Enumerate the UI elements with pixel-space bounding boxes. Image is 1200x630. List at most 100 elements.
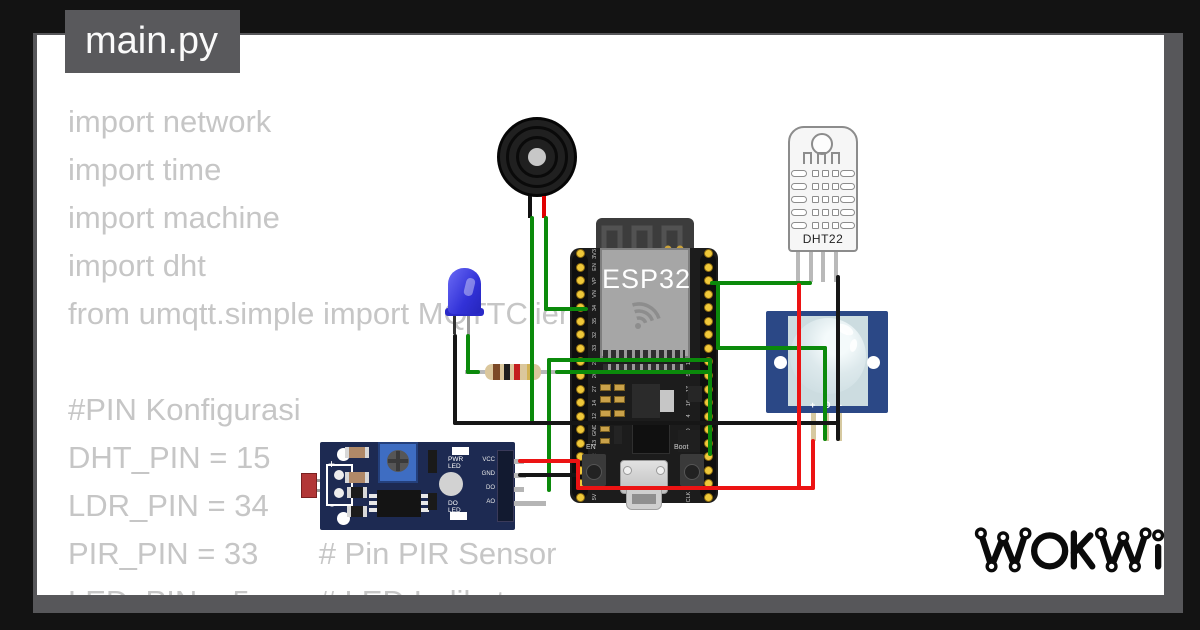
wire-red[interactable] <box>797 283 801 490</box>
resistor-body <box>485 364 541 380</box>
esp32-pin-23[interactable] <box>703 262 713 272</box>
ldr-ao-pin[interactable] <box>514 501 546 506</box>
buzzer-center-hole <box>528 148 546 166</box>
file-tab[interactable]: main.py <box>65 10 240 73</box>
wire-red[interactable] <box>811 439 815 490</box>
wire-green[interactable] <box>708 358 712 456</box>
en-button-label: EN <box>586 444 596 451</box>
dht22-vent <box>791 170 807 177</box>
resistor-band-red <box>514 364 520 380</box>
potentiometer-knob[interactable] <box>387 450 409 472</box>
en-button[interactable] <box>582 454 606 486</box>
wokwi-logo <box>972 516 1168 583</box>
wire-green[interactable] <box>530 216 534 425</box>
wire-red[interactable] <box>518 459 579 463</box>
dht22-pin4[interactable] <box>834 250 838 282</box>
wire-red[interactable] <box>576 459 580 490</box>
wire-green[interactable] <box>547 358 712 362</box>
esp32-pin-13[interactable] <box>575 438 585 448</box>
dht22-pin1[interactable] <box>796 250 800 282</box>
wire-green[interactable] <box>544 307 588 311</box>
dht22-vent <box>822 170 829 177</box>
led-cathode-leg[interactable] <box>453 316 456 334</box>
esp32-pin-vp[interactable] <box>575 276 585 286</box>
dht22-vent <box>822 222 829 229</box>
usb-screw <box>623 466 632 475</box>
esp32-pin-rx[interactable] <box>703 303 713 313</box>
esp32-pin-14[interactable] <box>575 398 585 408</box>
esp32-board[interactable]: 3V3ENVPVN343532332526271412GND13D2D3CMD5… <box>570 218 718 510</box>
ldr-input-terminal <box>326 464 353 506</box>
esp32-pin-12[interactable] <box>575 411 585 421</box>
esp32-pin-gnd[interactable] <box>703 249 713 258</box>
esp32-pin-5v[interactable] <box>575 492 585 502</box>
wire-green[interactable] <box>710 281 812 285</box>
led-anode-leg[interactable] <box>467 316 470 336</box>
esp32-pin-gnd[interactable] <box>575 425 585 435</box>
esp32-pin-tx[interactable] <box>703 289 713 299</box>
wire-green[interactable] <box>547 358 551 492</box>
ldr-do-pin[interactable] <box>514 487 524 492</box>
wire-green[interactable] <box>716 346 827 350</box>
resistor-band-black <box>504 364 510 380</box>
wire-green[interactable] <box>716 283 720 350</box>
ldr-pwr-led-label: PWR LED <box>448 456 464 471</box>
wire-green[interactable] <box>823 346 827 441</box>
buzzer-component[interactable] <box>497 117 581 219</box>
esp32-pin-19[interactable] <box>703 343 713 353</box>
dht22-pin3[interactable] <box>821 250 825 282</box>
wire-black[interactable] <box>836 275 840 441</box>
dht22-vent <box>791 196 807 203</box>
buzzer-positive-leg[interactable] <box>542 196 546 218</box>
wire-black[interactable] <box>453 421 838 425</box>
code-line: import machine <box>68 200 280 235</box>
wire-layer <box>37 35 1164 595</box>
code-line: import dht <box>68 248 206 283</box>
wire-green[interactable] <box>466 370 480 374</box>
esp32-pin-22[interactable] <box>703 276 713 286</box>
smd-component <box>678 430 700 452</box>
ldr-vcc-label: VCC <box>482 457 495 463</box>
esp32-pin-clk[interactable] <box>703 492 713 502</box>
esp32-module: ESP32 <box>600 248 690 358</box>
esp32-pin-3v3[interactable] <box>575 249 585 258</box>
pir-sensor[interactable]: + D - <box>766 311 890 443</box>
ldr-potentiometer[interactable] <box>378 442 418 483</box>
esp32-pin-en[interactable] <box>575 262 585 272</box>
esp32-pin-d1[interactable] <box>703 465 713 475</box>
ldr-ao-label: AO <box>486 499 495 505</box>
boot-button[interactable] <box>680 454 704 486</box>
esp32-pin-27[interactable] <box>575 384 585 394</box>
dht22-vent <box>812 183 819 190</box>
wire-green[interactable] <box>555 370 712 374</box>
usb-slot <box>632 494 656 504</box>
led-component[interactable] <box>445 266 485 338</box>
usb-screw <box>656 466 665 475</box>
wire-black[interactable] <box>518 473 579 477</box>
wire-green[interactable] <box>544 216 548 311</box>
dht22-vent <box>791 183 807 190</box>
esp32-pin-33[interactable] <box>575 343 585 353</box>
wire-black[interactable] <box>453 334 457 425</box>
esp32-pin-vn[interactable] <box>575 289 585 299</box>
ldr-gnd-label: GND <box>481 471 495 477</box>
dht22-label: DHT22 <box>802 232 844 246</box>
dht22-pin2[interactable] <box>809 250 813 282</box>
esp32-pin-32[interactable] <box>575 330 585 340</box>
esp32-pin-21[interactable] <box>703 316 713 326</box>
wire-green[interactable] <box>466 334 470 374</box>
smd-capacitor <box>614 384 625 391</box>
esp32-pin-gnd[interactable] <box>703 330 713 340</box>
dht22-vent <box>840 222 855 229</box>
pir-pin-plus[interactable] <box>811 413 816 441</box>
dht22-sensor[interactable]: DHT22 <box>788 126 858 284</box>
dht22-vent <box>791 222 807 229</box>
resistor-band-brown <box>493 364 500 380</box>
code-line: DHT_PIN = 15 <box>68 440 271 475</box>
dht22-vent <box>832 183 839 190</box>
esp32-pin-35[interactable] <box>575 316 585 326</box>
ldr-module[interactable]: + - <box>301 442 551 534</box>
wire-red[interactable] <box>576 486 815 490</box>
buzzer-negative-leg[interactable] <box>528 196 532 218</box>
